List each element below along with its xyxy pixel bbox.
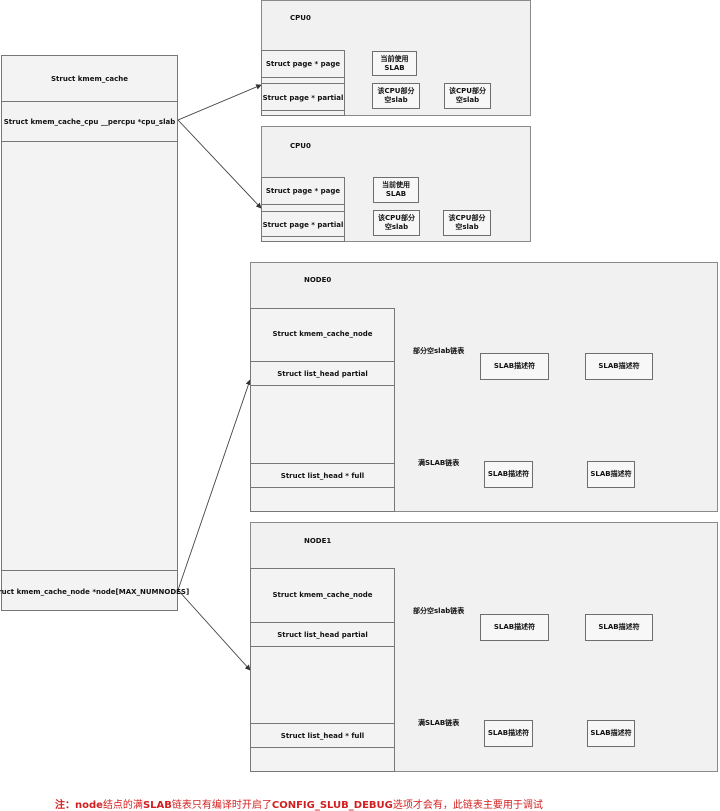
slab-descriptor-box: SLAB描述符 <box>587 720 635 747</box>
cpu-panel-1-struct: Struct page * page Struct page * partial <box>261 50 345 116</box>
cpu-slab-field: Struct kmem_cache_cpu __percpu *cpu_slab <box>2 101 177 142</box>
partial-field: Struct page * partial <box>262 211 344 237</box>
note-node: node <box>75 800 103 811</box>
cpu-panel-2-title: CPU0 <box>290 142 311 150</box>
note-text1: 结点的满 <box>102 800 143 811</box>
cpu-partial-slab-box: 该CPU部分 空slab <box>373 210 420 236</box>
arrow-to-node0 <box>177 379 252 591</box>
arrow-to-node1 <box>177 589 251 671</box>
page-field: Struct page * page <box>265 60 341 68</box>
list-head-full-field: Struct list_head * full <box>251 723 394 748</box>
node-struct-title: Struct kmem_cache_node <box>272 591 373 599</box>
cpu-panel-1-title: CPU0 <box>290 14 311 22</box>
page-field: Struct page * page <box>265 187 341 195</box>
note-text3: 选项才会有，此链表主要用于调试 <box>392 800 543 811</box>
full-list-label: 满SLAB链表 <box>418 459 460 467</box>
cpu-panel-2-struct: Struct page * page Struct page * partial <box>261 177 345 242</box>
list-head-full-field: Struct list_head * full <box>251 463 394 488</box>
cpu-partial-slab-box: 该CPU部分 空slab <box>372 83 420 109</box>
slab-descriptor-box: SLAB描述符 <box>480 614 549 641</box>
list-head-partial-field: Struct list_head partial <box>251 361 394 386</box>
current-slab-box: 当前使用 SLAB <box>373 177 419 203</box>
node1-title: NODE1 <box>304 537 332 545</box>
node-struct-title: Struct kmem_cache_node <box>272 330 373 338</box>
cpu-partial-slab-box: 该CPU部分 空slab <box>443 210 491 236</box>
partial-field: Struct page * partial <box>262 83 344 111</box>
node1-struct: Struct kmem_cache_node Struct list_head … <box>250 568 395 772</box>
kmem-cache-struct: Struct kmem_cache Struct kmem_cache_cpu … <box>0 55 189 613</box>
note-config: CONFIG_SLUB_DEBUG <box>271 800 393 811</box>
node0-title: NODE0 <box>304 276 332 284</box>
slab-descriptor-box: SLAB描述符 <box>480 353 549 380</box>
footnote: 注：node结点的满SLAB链表只有编译时开启了CONFIG_SLUB_DEBU… <box>55 796 543 811</box>
slab-descriptor-box: SLAB描述符 <box>585 614 653 641</box>
partial-list-label: 部分空slab链表 <box>413 347 465 355</box>
partial-list-label: 部分空slab链表 <box>413 607 465 615</box>
slab-descriptor-box: SLAB描述符 <box>484 461 533 488</box>
arrow-to-cpu0-bottom <box>177 119 262 209</box>
full-list-label: 满SLAB链表 <box>418 719 460 727</box>
node0-struct: Struct kmem_cache_node Struct list_head … <box>250 308 395 512</box>
kmem-cache-title: Struct kmem_cache <box>51 74 128 83</box>
note-text2: 链表只有编译时开启了 <box>171 800 272 811</box>
cpu-partial-slab-box: 该CPU部分 空slab <box>444 83 491 109</box>
note-slab: SLAB <box>142 800 172 811</box>
arrow-to-cpu0-top <box>177 84 262 121</box>
slab-descriptor-box: SLAB描述符 <box>585 353 653 380</box>
node-array-field: Struct kmem_cache_node *node[MAX_NUMNODE… <box>0 570 189 613</box>
list-head-partial-field: Struct list_head partial <box>251 622 394 647</box>
current-slab-box: 当前使用 SLAB <box>372 51 417 76</box>
slab-descriptor-box: SLAB描述符 <box>484 720 533 747</box>
slab-descriptor-box: SLAB描述符 <box>587 461 635 488</box>
note-prefix: 注： <box>55 800 75 811</box>
